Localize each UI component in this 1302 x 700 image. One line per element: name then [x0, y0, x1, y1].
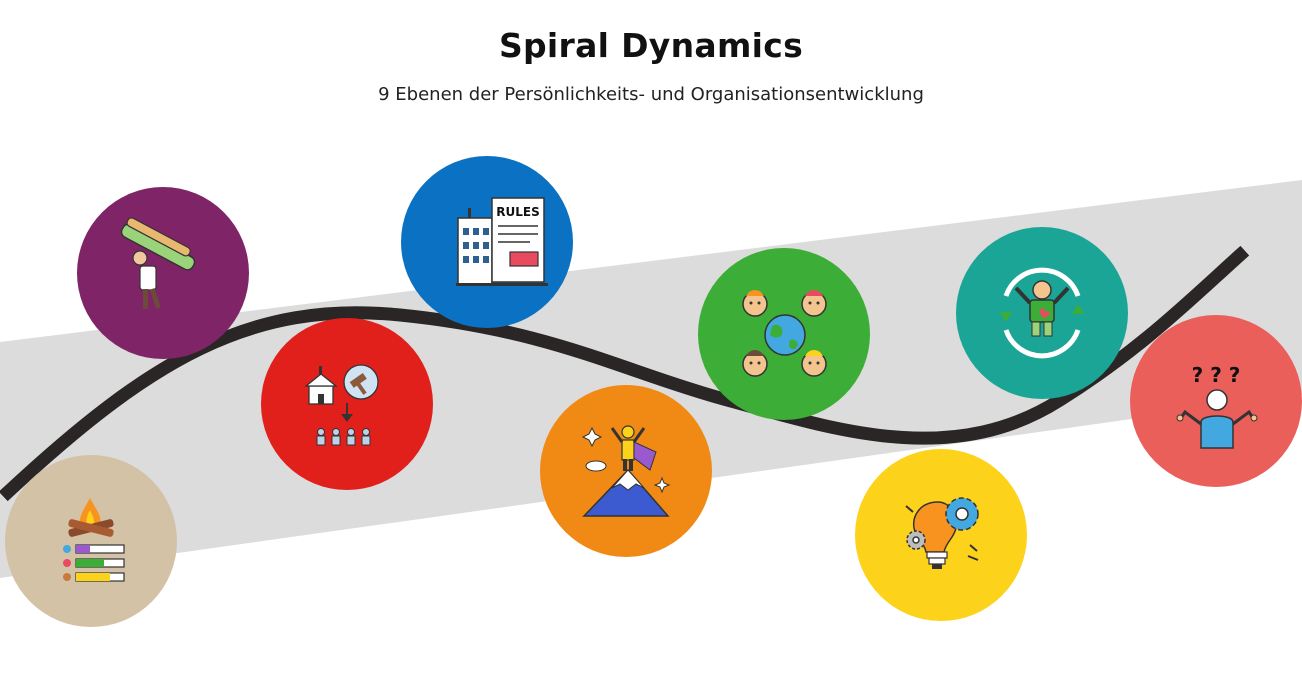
page-title: Spiral Dynamics — [498, 26, 804, 65]
page-subtitle: 9 Ebenen der Persönlichkeits- und Organi… — [378, 84, 924, 105]
lightbulb-gears-icon — [905, 497, 979, 569]
mountain-summit-icon — [581, 425, 671, 517]
rules-building-icon: RULES — [456, 197, 548, 286]
power-gavel-icon — [304, 364, 379, 446]
questioning-person-icon: ? ? ? — [1176, 363, 1258, 449]
level-purple — [77, 187, 249, 359]
level-green — [698, 248, 870, 420]
level-circle-beige — [5, 455, 177, 627]
holistic-person-icon — [1000, 267, 1084, 359]
level-yellow — [855, 449, 1027, 621]
level-blue: RULES — [401, 156, 573, 328]
campfire-survival-icon — [63, 498, 125, 582]
level-coral: ? ? ? — [1130, 315, 1302, 487]
level-circle-purple — [77, 187, 249, 359]
level-orange — [540, 385, 712, 557]
rules-sign-text: RULES — [496, 205, 539, 219]
carrying-burden-icon — [120, 217, 196, 309]
question-marks-text: ? ? ? — [1192, 363, 1241, 387]
level-red — [261, 318, 433, 490]
level-beige — [5, 455, 177, 627]
people-globe-icon — [742, 290, 827, 377]
level-turquoise — [956, 227, 1128, 399]
